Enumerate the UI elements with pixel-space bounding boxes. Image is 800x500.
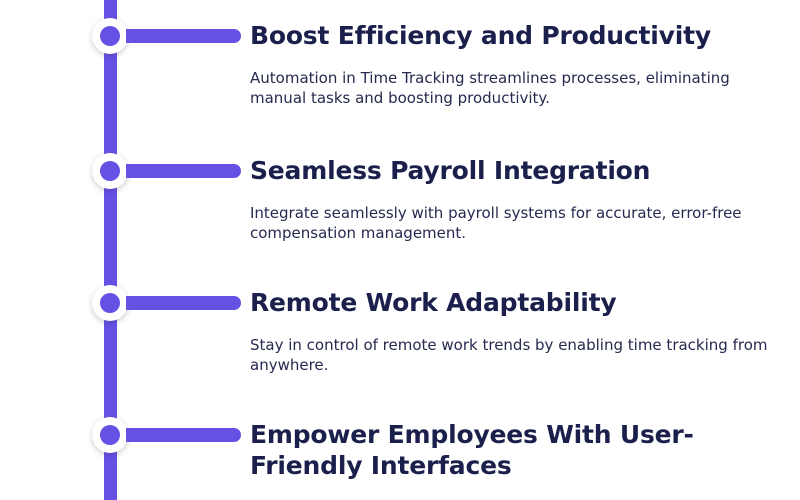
timeline-node-dot	[100, 161, 120, 181]
timeline-connector-1	[126, 29, 241, 43]
timeline-node-2	[92, 153, 128, 189]
item-description-payroll-integration: Integrate seamlessly with payroll system…	[250, 204, 742, 242]
item-title-payroll-integration: Seamless Payroll Integration	[250, 156, 651, 185]
timeline-connector-2	[126, 164, 241, 178]
timeline-node-4	[92, 417, 128, 453]
item-title-empower-employees: Empower Employees With User-Friendly Int…	[250, 420, 694, 480]
item-description-boost-efficiency: Automation in Time Tracking streamlines …	[250, 69, 730, 107]
item-description-remote-work: Stay in control of remote work trends by…	[250, 336, 768, 374]
item-title-boost-efficiency: Boost Efficiency and Productivity	[250, 21, 711, 50]
item-title-remote-work: Remote Work Adaptability	[250, 288, 617, 317]
timeline-node-1	[92, 18, 128, 54]
timeline-node-3	[92, 285, 128, 321]
timeline-node-dot	[100, 425, 120, 445]
timeline-connector-4	[126, 428, 241, 442]
timeline-connector-3	[126, 296, 241, 310]
timeline-node-dot	[100, 26, 120, 46]
timeline-node-dot	[100, 293, 120, 313]
timeline-line	[104, 0, 117, 500]
